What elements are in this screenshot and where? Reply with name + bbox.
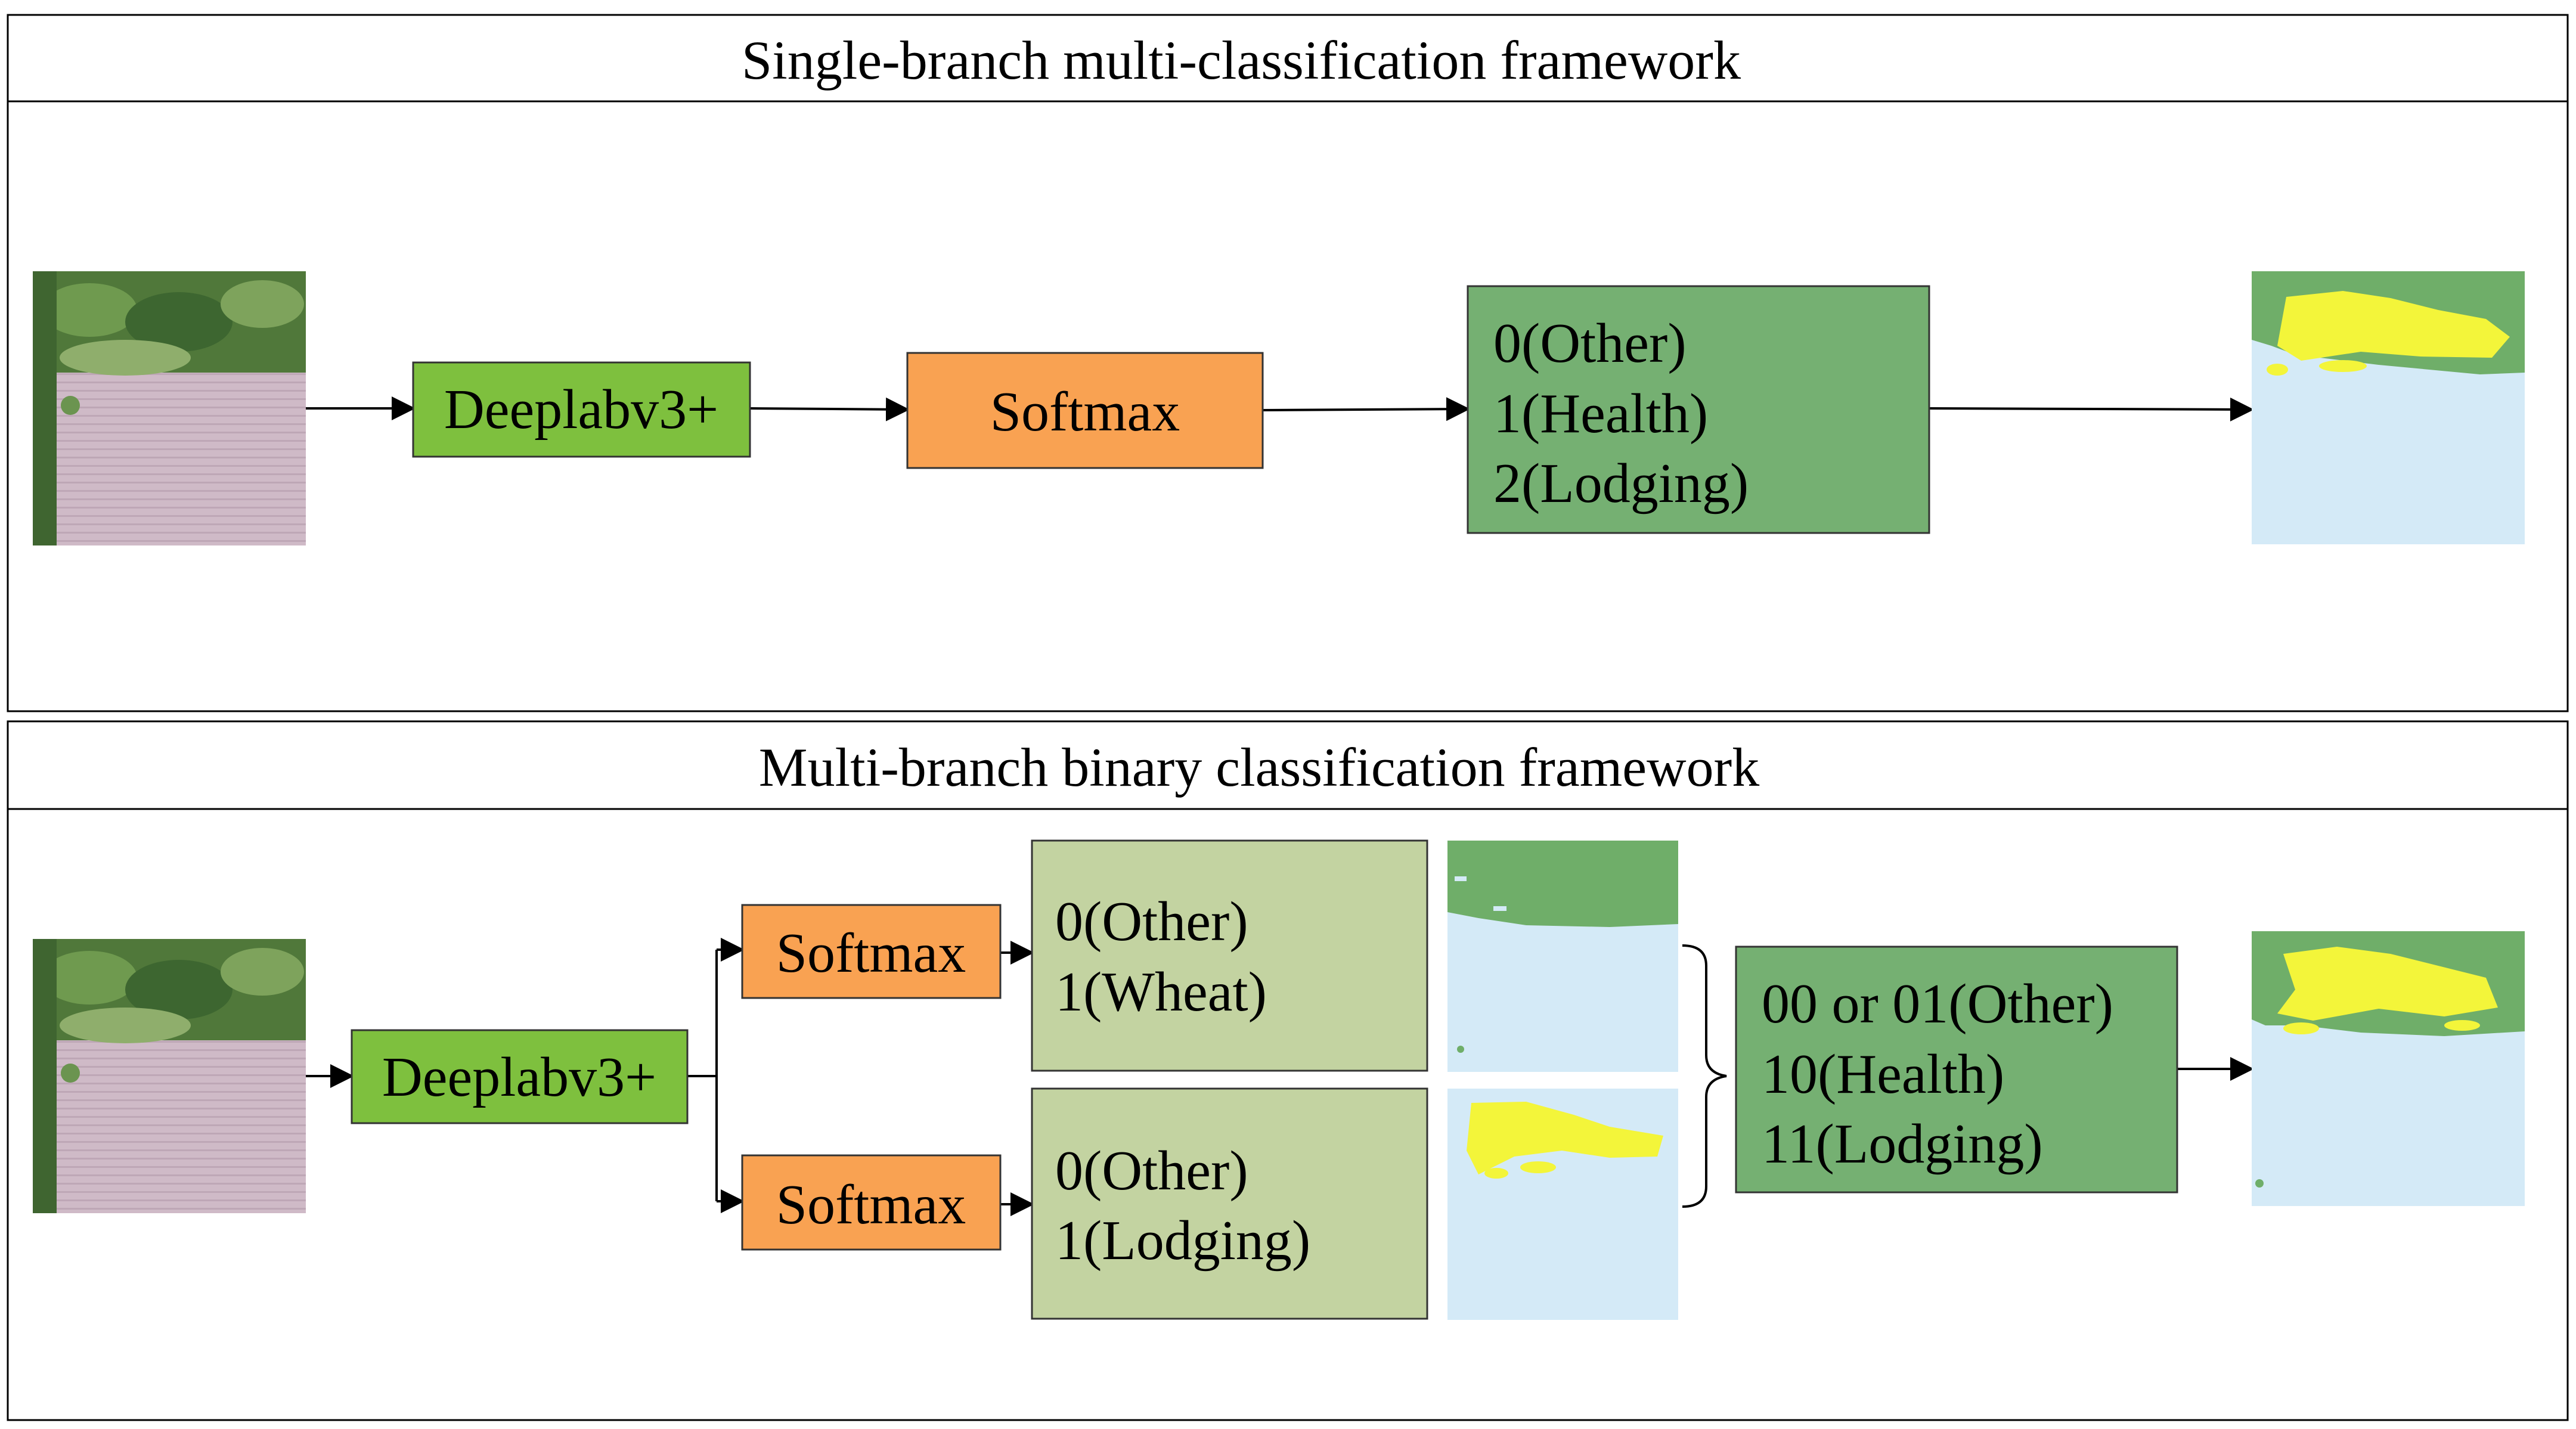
wheat-segmentation-mask-icon xyxy=(1447,841,1678,1072)
bottom-branch-connector xyxy=(687,950,718,1201)
top-panel-title: Single-branch multi-classification frame… xyxy=(742,30,1741,91)
bottom-panel-title: Multi-branch binary classification frame… xyxy=(759,737,1759,798)
bottom-wheat-class-1: 1(Wheat) xyxy=(1055,961,1267,1023)
bottom-panel-frame xyxy=(7,720,2569,1421)
merge-brace xyxy=(1682,944,1727,1208)
bottom-panel: Multi-branch binary classification frame… xyxy=(7,720,2569,1421)
bottom-deeplab-label: Deeplabv3+ xyxy=(382,1046,656,1108)
top-panel: Single-branch multi-classification frame… xyxy=(7,14,2569,712)
top-class-0: 0(Other) xyxy=(1493,312,1687,374)
bottom-lodging-class-0: 0(Other) xyxy=(1055,1140,1248,1202)
top-segmentation-mask-icon xyxy=(2252,271,2525,544)
top-panel-frame xyxy=(7,14,2569,712)
top-softmax-label: Softmax xyxy=(990,381,1180,443)
top-arrow-deeplab-to-softmax xyxy=(749,397,910,421)
uav-field-image-icon xyxy=(33,271,306,545)
top-arrow-classes-to-output xyxy=(1929,397,2254,421)
bottom-segmentation-mask-icon xyxy=(2252,931,2525,1206)
bottom-softmax-lower-label: Softmax xyxy=(776,1174,966,1236)
bottom-lodging-classes-box xyxy=(1031,1087,1428,1320)
bottom-combined-class-2: 11(Lodging) xyxy=(1762,1113,2043,1175)
top-class-1: 1(Health) xyxy=(1493,383,1708,445)
bottom-combined-class-0: 00 or 01(Other) xyxy=(1762,973,2113,1035)
top-deeplab-box xyxy=(412,361,751,458)
top-softmax-box xyxy=(906,352,1264,469)
bottom-lodging-class-1: 1(Lodging) xyxy=(1055,1210,1310,1272)
bottom-softmax-upper-box xyxy=(741,904,1002,999)
top-class-2: 2(Lodging) xyxy=(1493,452,1749,514)
bottom-wheat-classes-box xyxy=(1031,839,1428,1072)
bottom-combined-classes-box xyxy=(1735,946,2178,1194)
uav-field-image-icon xyxy=(33,939,306,1213)
bottom-wheat-class-0: 0(Other) xyxy=(1055,891,1248,953)
lodging-segmentation-mask-icon xyxy=(1447,1089,1678,1320)
top-arrow-softmax-to-classes xyxy=(1262,397,1470,421)
bottom-softmax-lower-box xyxy=(741,1154,1002,1251)
top-classes-box xyxy=(1467,285,1930,534)
bottom-combined-class-1: 10(Health) xyxy=(1762,1043,2004,1105)
bottom-softmax-upper-label: Softmax xyxy=(776,922,966,984)
bottom-deeplab-box xyxy=(351,1029,689,1124)
top-deeplab-label: Deeplabv3+ xyxy=(444,379,718,441)
